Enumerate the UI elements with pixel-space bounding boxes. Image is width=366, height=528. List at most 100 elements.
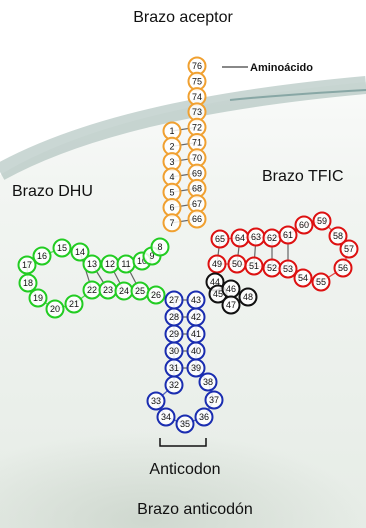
nucleotide-circle xyxy=(150,237,170,257)
nucleotide-48: 48 xyxy=(238,287,258,307)
nucleotide-number: 69 xyxy=(192,168,202,178)
background-helix-shadow xyxy=(0,380,366,528)
nucleotide-number: 7 xyxy=(169,218,174,228)
nucleotide-27: 27 xyxy=(164,290,184,310)
anticodon-arm-label: Brazo anticodón xyxy=(137,501,253,518)
nucleotide-31: 31 xyxy=(164,358,184,378)
nucleotide-number: 43 xyxy=(191,295,201,305)
nucleotide-15: 15 xyxy=(52,238,72,258)
nucleotide-circle xyxy=(278,225,298,245)
nucleotide-38: 38 xyxy=(198,372,218,392)
nucleotide-circle xyxy=(278,259,298,279)
nucleotide-number: 66 xyxy=(192,214,202,224)
nucleotide-circle xyxy=(156,407,176,427)
nucleotide-number: 26 xyxy=(151,290,161,300)
nucleotide-circle xyxy=(221,295,241,315)
nucleotide-circle xyxy=(32,246,52,266)
nucleotide-61: 61 xyxy=(278,225,298,245)
nucleotide-circle xyxy=(164,375,184,395)
nucleotide-number: 20 xyxy=(50,304,60,314)
anticodon-label: Anticodon xyxy=(149,461,220,478)
nucleotide-number: 32 xyxy=(169,380,179,390)
nucleotide-number: 51 xyxy=(249,261,259,271)
nucleotide-number: 49 xyxy=(212,259,222,269)
nucleotide-7: 7 xyxy=(162,213,182,233)
nucleotide-circle xyxy=(146,391,166,411)
nucleotide-number: 31 xyxy=(169,363,179,373)
nucleotide-19: 19 xyxy=(28,288,48,308)
nucleotide-11: 11 xyxy=(116,254,136,274)
nucleotide-number: 61 xyxy=(283,230,293,240)
nucleotide-24: 24 xyxy=(114,281,134,301)
nucleotide-circle xyxy=(238,287,258,307)
nucleotide-71: 71 xyxy=(187,133,207,152)
nucleotide-number: 18 xyxy=(23,278,33,288)
nucleotide-number: 53 xyxy=(283,264,293,274)
nucleotide-58: 58 xyxy=(328,226,348,246)
nucleotide-20: 20 xyxy=(45,299,65,319)
nucleotide-number: 23 xyxy=(103,285,113,295)
nucleotide-circle xyxy=(187,209,207,229)
nucleotide-number: 34 xyxy=(161,412,171,422)
nucleotide-number: 36 xyxy=(199,412,209,422)
nucleotide-circle xyxy=(333,258,353,278)
nucleotide-63: 63 xyxy=(246,227,266,247)
nucleotide-circle xyxy=(204,390,224,410)
nucleotide-circle xyxy=(207,254,227,274)
nucleotide-34: 34 xyxy=(156,407,176,427)
nucleotide-number: 11 xyxy=(121,259,130,269)
nucleotide-number: 47 xyxy=(226,300,236,310)
nucleotide-circle xyxy=(18,273,38,293)
nucleotide-number: 63 xyxy=(251,232,261,242)
nucleotide-number: 73 xyxy=(192,107,202,117)
nucleotide-number: 54 xyxy=(298,273,308,283)
nucleotide-number: 76 xyxy=(192,61,202,71)
nucleotide-number: 39 xyxy=(191,363,201,373)
nucleotide-1: 1 xyxy=(162,121,182,141)
nucleotide-number: 22 xyxy=(87,285,97,295)
nucleotide-number: 46 xyxy=(226,284,236,294)
background-line xyxy=(229,89,366,101)
dhu-arm-label: Brazo DHU xyxy=(12,183,93,200)
nucleotide-number: 12 xyxy=(105,259,115,269)
nucleotide-circle xyxy=(312,211,332,231)
nucleotide-18: 18 xyxy=(18,273,38,293)
nucleotide-circle xyxy=(198,372,218,392)
nucleotide-57: 57 xyxy=(339,239,359,259)
nucleotide-circle xyxy=(28,288,48,308)
nucleotide-66: 66 xyxy=(187,209,207,229)
tfic-arm-label: Brazo TFIC xyxy=(262,168,344,185)
nucleotide-number: 33 xyxy=(151,396,161,406)
nucleotide-49: 49 xyxy=(207,254,227,274)
nucleotide-number: 5 xyxy=(169,187,174,197)
nucleotide-55: 55 xyxy=(311,272,331,292)
nucleotide-circle xyxy=(17,255,37,275)
nucleotide-number: 35 xyxy=(180,419,190,429)
nucleotide-28: 28 xyxy=(164,307,184,327)
nucleotide-number: 15 xyxy=(57,243,67,253)
nucleotide-number: 50 xyxy=(232,259,242,269)
nucleotide-number: 17 xyxy=(22,260,32,270)
nucleotide-number: 48 xyxy=(243,292,253,302)
nucleotide-circle xyxy=(294,215,314,235)
nucleotide-39: 39 xyxy=(186,358,206,378)
acceptor-arm-label: Brazo aceptor xyxy=(133,9,233,26)
nucleotide-number: 3 xyxy=(169,157,174,167)
nucleotide-52: 52 xyxy=(262,258,282,278)
nucleotide-50: 50 xyxy=(227,254,247,274)
nucleotide-number: 72 xyxy=(192,122,202,132)
nucleotide-8: 8 xyxy=(150,237,170,257)
nucleotide-number: 67 xyxy=(192,199,202,209)
nucleotide-59: 59 xyxy=(312,211,332,231)
nucleotide-32: 32 xyxy=(164,375,184,395)
nucleotide-13: 13 xyxy=(82,254,102,274)
nucleotide-number: 2 xyxy=(169,142,174,152)
nucleotide-circle xyxy=(194,407,214,427)
nucleotide-number: 55 xyxy=(316,277,326,287)
nucleotide-number: 75 xyxy=(192,77,202,87)
nucleotide-number: 1 xyxy=(169,126,174,136)
nucleotide-number: 10 xyxy=(137,256,147,266)
nucleotide-number: 8 xyxy=(157,242,162,252)
nucleotide-number: 4 xyxy=(169,172,174,182)
